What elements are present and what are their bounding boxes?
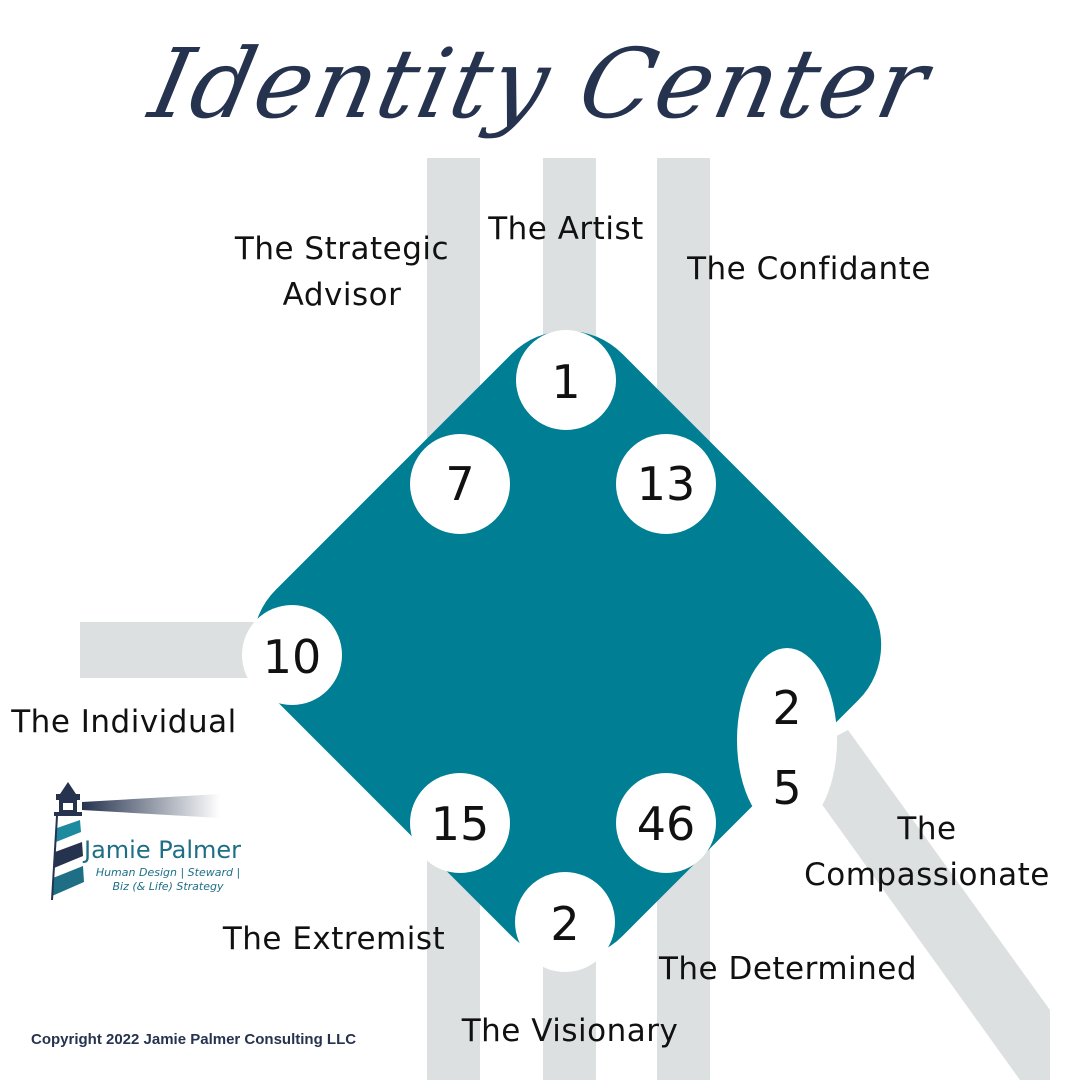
channel-compassionate: [790, 730, 1050, 1080]
gate-2-circle: [515, 872, 615, 972]
gate-number: 15: [431, 797, 490, 851]
gate-number: 5: [772, 761, 801, 815]
label-individual: The Individual: [11, 704, 237, 740]
label-strategic-advisor: The Strategic Advisor: [234, 231, 450, 313]
page-title: Identity Center: [141, 28, 939, 140]
label-visionary: The Visionary: [461, 1013, 679, 1049]
gate-number: 1: [551, 355, 580, 409]
copyright-text: Copyright 2022 Jamie Palmer Consulting L…: [31, 1031, 357, 1048]
logo-tagline: Human Design | Steward | Biz (& Life) St…: [95, 866, 241, 893]
label-compassionate: The Compassionate: [804, 811, 1050, 893]
gate-1-circle: [516, 330, 616, 430]
label-determined: The Determined: [658, 951, 918, 987]
gate-46-circle: [616, 773, 716, 873]
gate-numbers: 1 7 13 10 2 5 15 46 2: [263, 355, 802, 951]
label-confidante: The Confidante: [687, 251, 931, 287]
label-extremist: The Extremist: [222, 921, 446, 957]
gate-13-circle: [616, 434, 716, 534]
identity-center-shape: [252, 330, 882, 960]
gate-number: 10: [263, 630, 322, 684]
gate-15-circle: [410, 773, 510, 873]
lighthouse-icon: [51, 782, 220, 901]
logo-name: Jamie Palmer: [84, 836, 242, 864]
gate-number: 2: [550, 897, 579, 951]
channel-individual: [80, 622, 260, 678]
gate-number: 46: [637, 797, 696, 851]
label-artist: The Artist: [488, 211, 644, 247]
gate-number: 13: [637, 457, 696, 511]
gate-number: 7: [445, 457, 474, 511]
gate-25-ellipse: [737, 648, 837, 832]
gate-7-circle: [410, 434, 510, 534]
gate-number: 2: [772, 681, 801, 735]
gates: [242, 330, 837, 972]
gate-10-circle: [242, 605, 342, 705]
